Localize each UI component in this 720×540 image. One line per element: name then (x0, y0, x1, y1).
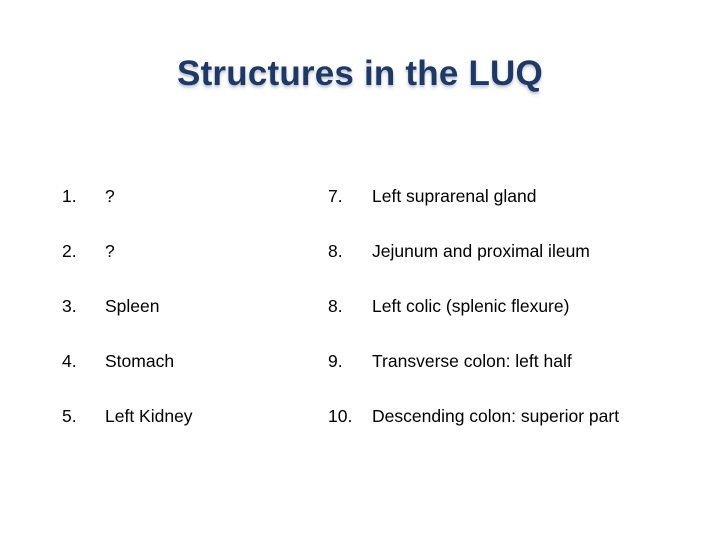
list-item[interactable]: 1. ? (62, 186, 322, 241)
list-item[interactable]: 5. Left Kidney (62, 406, 322, 461)
list-item[interactable]: 7. Left suprarenal gland (328, 186, 708, 241)
left-column: 1. ? 2. ? 3. Spleen 4. Stomach 5. (62, 186, 322, 461)
list-item-number: 9. (328, 351, 343, 371)
list-item[interactable]: 8. Left colic (splenic flexure) (328, 296, 708, 351)
list-item-number: 7. (328, 186, 343, 206)
list-item-label: Left suprarenal gland (372, 186, 537, 206)
list-item-label: Left colic (splenic flexure) (372, 296, 570, 316)
content-columns: 1. ? 2. ? 3. Spleen 4. Stomach 5. (0, 186, 720, 456)
left-structures-list: 1. ? 2. ? 3. Spleen 4. Stomach 5. (62, 186, 322, 461)
title-placeholder: Structures in the LUQ (0, 48, 720, 100)
list-item[interactable]: 8. Jejunum and proximal ileum (328, 241, 708, 296)
list-item-label: Stomach (105, 351, 175, 371)
list-item-number: 8. (328, 296, 343, 316)
list-item-label: Left Kidney (105, 406, 193, 426)
list-item-label: ? (105, 186, 115, 206)
list-item[interactable]: 9. Transverse colon: left half (328, 351, 708, 406)
list-item[interactable]: 10. Descending colon: superior part (328, 406, 708, 461)
list-item-label: Jejunum and proximal ileum (372, 241, 590, 261)
list-item-number: 8. (328, 241, 343, 261)
list-item-label: Spleen (105, 296, 160, 316)
right-structures-list: 7. Left suprarenal gland 8. Jejunum and … (328, 186, 708, 461)
list-item-number: 10. (328, 406, 353, 426)
list-item-label: Transverse colon: left half (372, 351, 572, 371)
list-item-label: Descending colon: superior part (372, 406, 620, 426)
list-item-number: 3. (62, 296, 77, 316)
right-column: 7. Left suprarenal gland 8. Jejunum and … (328, 186, 708, 461)
list-item-label: ? (105, 241, 115, 261)
list-item-number: 5. (62, 406, 77, 426)
list-item[interactable]: 4. Stomach (62, 351, 322, 406)
list-item-number: 2. (62, 241, 77, 261)
list-item[interactable]: 2. ? (62, 241, 322, 296)
list-item-number: 1. (62, 186, 77, 206)
list-item[interactable]: 3. Spleen (62, 296, 322, 351)
list-item-number: 4. (62, 351, 77, 371)
page-title: Structures in the LUQ (177, 53, 543, 93)
